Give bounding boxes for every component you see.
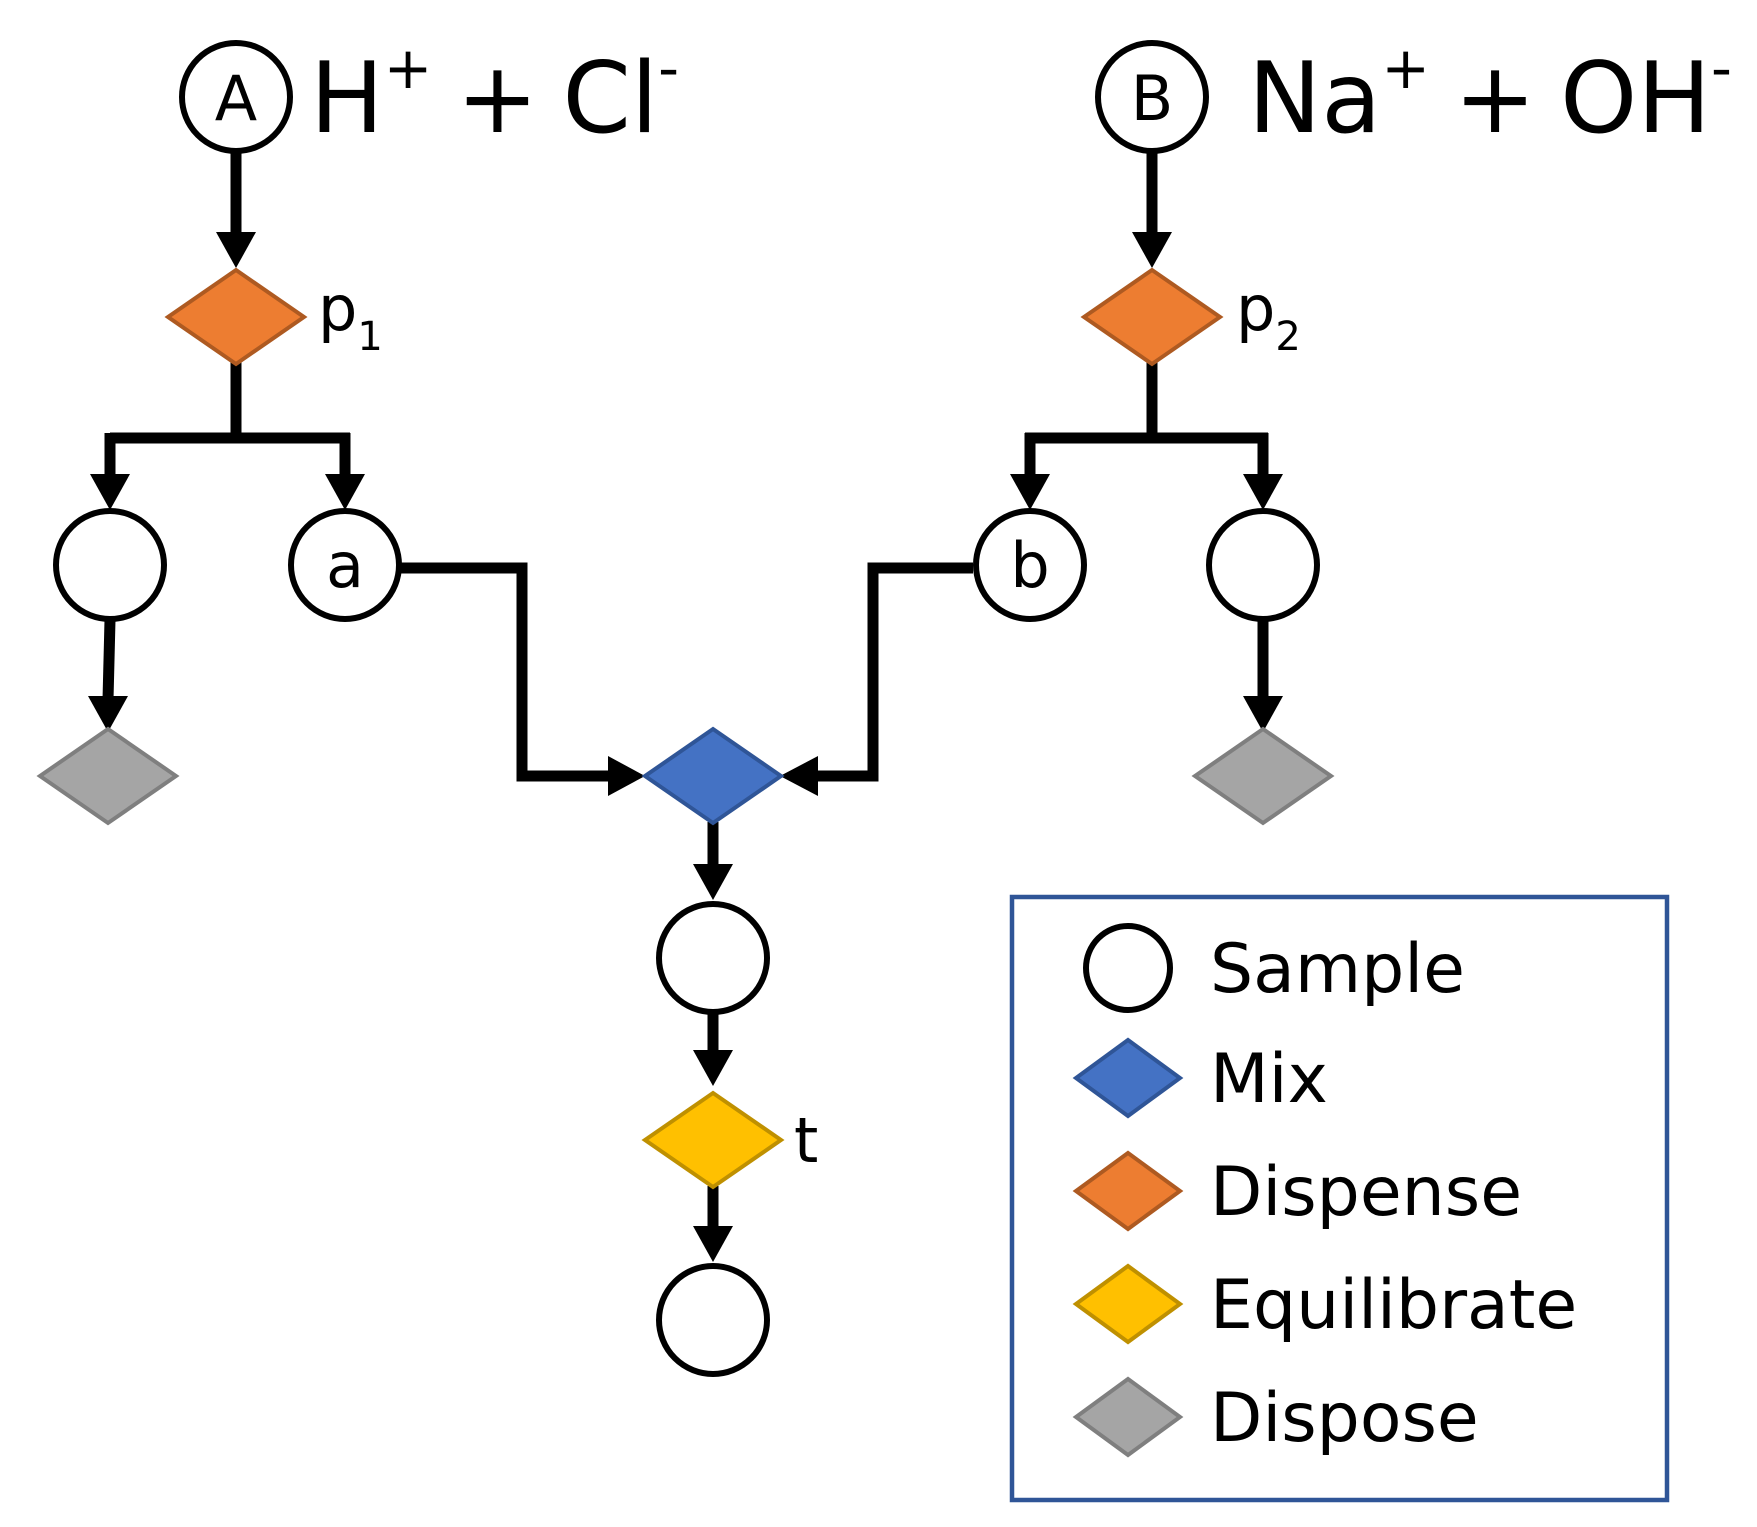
labels: A H++Cl- B Na++OH- p1 p2 a b t (215, 34, 1732, 1177)
arrow-right-icon (608, 756, 645, 796)
source-b-plus: + (1454, 42, 1536, 156)
sample-circle-icon (1083, 923, 1173, 1013)
arrow-left-icon (780, 756, 818, 796)
source-a-badge: A (215, 62, 257, 135)
source-b-ion2-charge: - (1711, 34, 1732, 102)
arrow-down-icon (1010, 474, 1050, 510)
arrow-down-icon (693, 1226, 733, 1262)
source-b-formula: Na++OH- (1248, 34, 1732, 156)
p1-label: p1 (318, 272, 383, 360)
source-b-ion1: Na (1248, 42, 1381, 156)
dispense-diamond-icon (1072, 1150, 1184, 1232)
dispose-diamond-right (1191, 726, 1335, 826)
legend: Sample Mix Dispense Equilibrate Dispose (1009, 894, 1670, 1503)
equilibrate-time-label: t (794, 1104, 818, 1177)
legend-label-equilibrate: Equilibrate (1210, 1266, 1577, 1345)
p2-label: p2 (1236, 272, 1301, 360)
arrow-down-icon (216, 232, 256, 268)
sample-a-label: a (326, 529, 364, 602)
dispense-diamond-p2 (1080, 267, 1224, 367)
equilibrate-diamond-icon (1072, 1263, 1184, 1345)
source-b-ion1-charge: + (1381, 34, 1430, 102)
source-a-circle (179, 40, 293, 154)
sample-right-discard (1206, 508, 1320, 622)
source-a-ion1-charge: + (384, 34, 433, 102)
sample-b-label: b (1010, 529, 1049, 602)
sample-final (656, 1263, 770, 1377)
sample-b-circle (973, 508, 1087, 622)
samples (53, 40, 1320, 1377)
arrowheads (88, 232, 1283, 1262)
source-a-ion1: H (310, 42, 384, 156)
source-b-circle (1095, 40, 1209, 154)
arrow-down-icon (693, 1050, 733, 1086)
arrow-down-icon (90, 474, 130, 510)
edge-p1-branch (104, 362, 351, 478)
edge-b-to-mix (814, 562, 973, 782)
mix-diamond (641, 726, 785, 826)
mix-diamond-icon (1072, 1037, 1184, 1119)
source-a-ion2-charge: - (658, 34, 679, 102)
edges (102, 150, 1269, 1230)
equilibrate-diamond (641, 1090, 785, 1190)
operations (36, 267, 1335, 1190)
edge-left-circle-to-dispose (102, 619, 116, 701)
dispose-diamond-left (36, 726, 180, 826)
dispense-diamond-p1 (164, 267, 308, 367)
source-a-plus: + (456, 42, 538, 156)
source-a-formula: H++Cl- (310, 34, 679, 156)
arrow-down-icon (1243, 474, 1283, 510)
legend-label-dispose: Dispose (1210, 1379, 1479, 1458)
sample-a-circle (288, 508, 402, 622)
arrow-down-icon (693, 864, 733, 900)
sample-mixed (656, 901, 770, 1015)
sample-left-discard (53, 508, 167, 622)
arrow-down-icon (325, 474, 365, 510)
legend-label-dispense: Dispense (1210, 1153, 1522, 1232)
legend-label-mix: Mix (1210, 1040, 1328, 1119)
source-a-ion2: Cl (562, 42, 658, 156)
legend-label-sample: Sample (1210, 930, 1465, 1009)
edge-a-to-mix (400, 562, 614, 782)
dispose-diamond-icon (1072, 1376, 1184, 1458)
edge-p2-branch (1024, 362, 1269, 478)
arrow-down-icon (1132, 232, 1172, 268)
source-b-badge: B (1131, 62, 1174, 135)
arrow-down-icon (1243, 696, 1283, 732)
arrow-down-icon (88, 696, 128, 732)
source-b-ion2: OH (1560, 42, 1711, 156)
